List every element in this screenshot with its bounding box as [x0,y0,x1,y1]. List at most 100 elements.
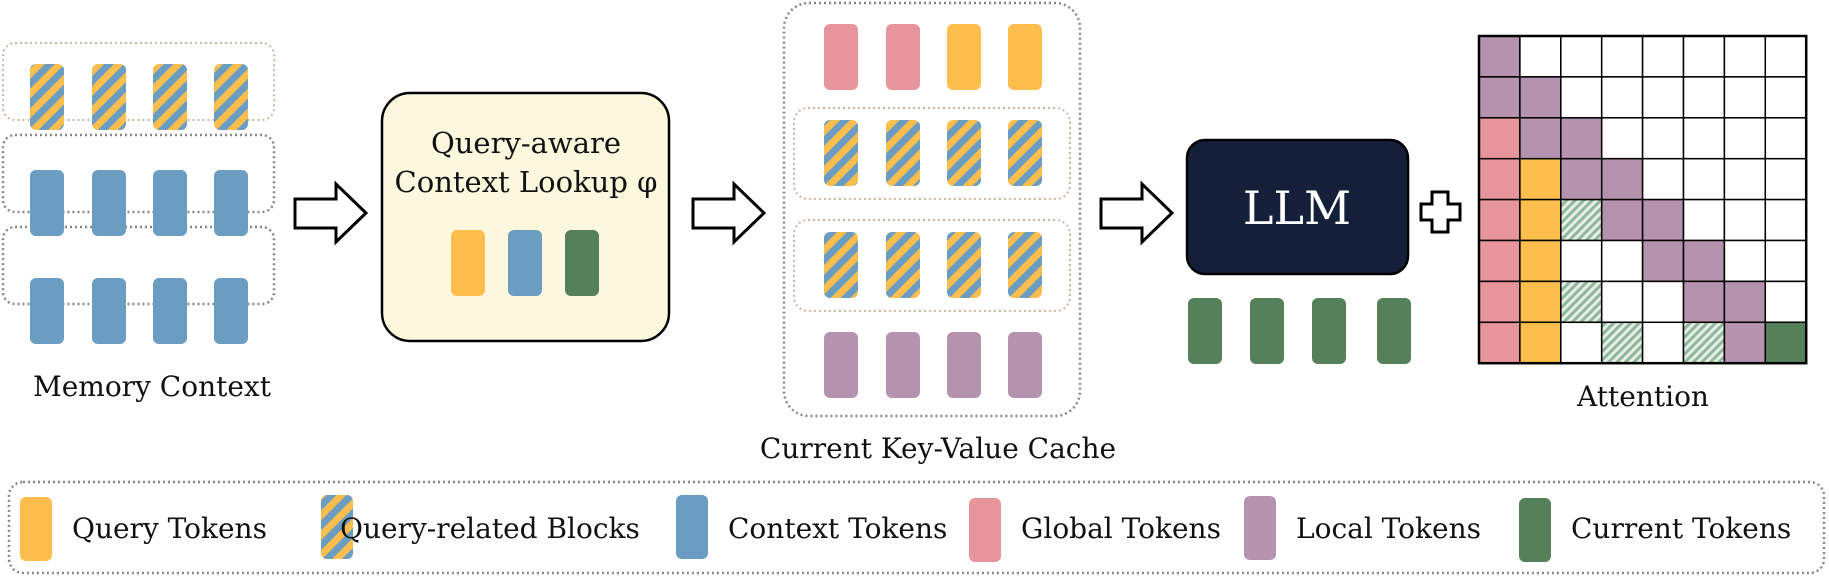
llm-module: LLM [1185,138,1411,364]
attention-cell [1682,321,1726,364]
global-token [886,24,920,90]
legend-query-swatch [20,497,52,561]
context-token [214,278,248,344]
arrow-right-icon [1099,180,1175,246]
attention-cell [1682,76,1726,119]
kv-related-block-1-frame [793,107,1071,200]
attention-cell [1682,117,1726,160]
legend-context-label: Context Tokens [728,512,947,545]
context-token [92,170,126,236]
context-token [92,278,126,344]
context-token [30,278,64,344]
attention-label: Attention [1576,380,1709,413]
attention-cell [1478,280,1521,324]
attention-cell [1600,117,1644,160]
query-related-token [1008,232,1042,298]
attention-cell [1764,35,1807,78]
query-token [451,230,485,296]
query-related-token [947,232,981,298]
attention-cell [1764,198,1807,242]
attention-matrix: Attention [1477,34,1808,413]
query-related-token [153,64,187,130]
llm-current-tokens [1188,298,1411,364]
attention-cell [1641,280,1685,324]
attention-cell [1519,117,1562,160]
query-related-token [824,120,858,186]
memory-context-label: Memory Context [33,370,272,403]
local-token [947,332,981,398]
legend-striped-swatch [321,495,353,559]
attention-cell [1641,117,1685,160]
query-related-token [30,64,64,130]
attention-cell [1560,76,1603,119]
legend-global-swatch [969,498,1001,562]
attention-cell [1519,280,1562,324]
lookup-title-line2: Context Lookup φ [395,165,658,199]
attention-cell [1682,198,1726,242]
memory-context-group: Memory Context [1,42,276,403]
attention-cell [1723,157,1767,201]
lookup-title-line1: Query-aware [431,126,621,160]
local-token [886,332,920,398]
legend-local-swatch [1244,496,1276,560]
attention-cell [1600,76,1644,119]
plus-icon [1419,190,1462,234]
legend-local-label: Local Tokens [1296,512,1481,545]
attention-cell [1519,76,1562,119]
local-token [1008,332,1042,398]
attention-cell [1478,157,1521,201]
attention-cell [1560,35,1603,78]
kv-cache-label: Current Key-Value Cache [760,432,1116,465]
attention-cell [1764,239,1807,283]
attention-cell [1682,239,1726,283]
attention-cell [1641,35,1685,78]
attention-cell [1600,321,1644,364]
legend: Query Tokens Query-related Blocks Context … [7,480,1826,575]
context-token [508,230,542,296]
query-related-token [886,120,920,186]
query-related-token [947,120,981,186]
attention-cell [1723,280,1767,324]
attention-cell [1600,157,1644,201]
arrow-right-icon [293,180,369,246]
attention-cell [1478,239,1521,283]
query-related-token [214,64,248,130]
attention-cell [1723,321,1767,364]
attention-cell [1682,35,1726,78]
attention-cell [1764,117,1807,160]
attention-cell [1723,35,1767,78]
memory-block-1-frame [2,42,275,121]
memory-tokens [30,64,248,344]
attention-cell [1600,239,1644,283]
current-token [1312,298,1346,364]
memory-block-2-frame [1,133,276,214]
context-token [30,170,64,236]
lookup-module: Query-aware Context Lookup φ [380,91,671,343]
attention-cell [1641,321,1685,364]
llm-box [1185,138,1410,276]
attention-cell [1723,198,1767,242]
kv-related-block-2-frame [793,219,1071,312]
attention-cell [1478,117,1521,160]
legend-striped-label: Query-related Blocks [340,512,640,545]
attention-cell [1560,321,1603,364]
memory-block-3-frame [1,225,276,306]
attention-cell [1519,239,1562,283]
current-token [1188,298,1222,364]
attention-cell [1764,157,1807,201]
query-token [1008,24,1042,90]
current-token [565,230,599,296]
query-related-token [824,232,858,298]
kv-cache-group: Current Key-Value Cache [760,1,1116,465]
attention-cell [1682,157,1726,201]
attention-cell [1560,239,1603,283]
attention-cell [1560,157,1603,201]
attention-cell [1519,157,1562,201]
kv-cache-frame [782,1,1082,418]
legend-query-label: Query Tokens [72,512,267,545]
attention-cell [1560,198,1603,242]
attention-cell [1723,117,1767,160]
attention-cell [1600,198,1644,242]
legend-current-label: Current Tokens [1571,512,1791,545]
